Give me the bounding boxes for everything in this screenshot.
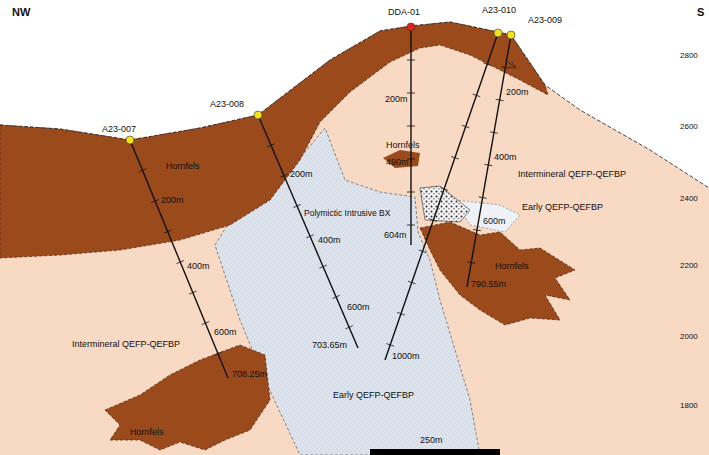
depth-tick: [319, 265, 326, 268]
depth-tick: [397, 312, 405, 315]
depth-tick: [407, 93, 415, 94]
depth-tick: [280, 174, 287, 177]
section-label: 604m: [384, 231, 407, 241]
section-label: 200m: [506, 88, 529, 98]
hornfels-block: [105, 345, 270, 450]
section-label: 200m: [290, 170, 313, 180]
section-label: Hornfels: [386, 141, 420, 151]
depth-tick: [407, 192, 415, 193]
depth-tick: [151, 200, 158, 203]
hornfels-block: [420, 222, 575, 325]
section-label: Hornfels: [495, 262, 529, 272]
depth-tick: [440, 188, 448, 191]
section-label: 2600: [680, 123, 698, 132]
section-label: 2800: [680, 52, 698, 61]
depth-tick: [189, 291, 196, 294]
collar-dot: [254, 111, 262, 119]
hornfels-cap: [0, 22, 548, 258]
depth-tick: [164, 230, 171, 233]
section-label: 2400: [680, 195, 698, 204]
section-label: 2000: [680, 333, 698, 342]
breccia-body: [420, 186, 470, 222]
drill-hole: [258, 115, 358, 348]
section-label: A23-008: [210, 100, 244, 110]
section-label: NW: [12, 6, 30, 18]
depth-tick: [501, 67, 509, 68]
section-label: S: [697, 6, 704, 18]
section-label: 703.65m: [312, 341, 347, 351]
section-label: 400m: [318, 236, 341, 246]
section-label: 600m: [347, 303, 370, 313]
collar-dot: [126, 136, 134, 144]
depth-tick: [267, 144, 274, 147]
depth-tick: [467, 262, 475, 263]
depth-tick: [386, 344, 394, 347]
depth-tick: [202, 322, 209, 325]
scale-bar: [370, 449, 500, 455]
section-label: 400m: [187, 262, 210, 272]
depth-tick: [462, 125, 470, 128]
section-label: 790.55m: [471, 280, 506, 290]
section-label: 708.25m: [232, 370, 267, 380]
depth-tick: [407, 126, 415, 127]
section-label: 1800: [680, 402, 698, 411]
section-label: Early QEFP-QEFBP: [522, 203, 603, 213]
section-label: A23-007: [102, 125, 136, 135]
section-label: Early QEFP-QEFBP: [333, 391, 414, 401]
section-label: 200m: [385, 95, 408, 105]
collar-dot: [507, 31, 515, 39]
depth-tick: [430, 219, 438, 222]
section-label: 2200: [680, 262, 698, 271]
depth-tick: [473, 229, 481, 230]
depth-tick: [473, 94, 481, 97]
section-label: 200m: [161, 196, 184, 206]
depth-tick: [293, 204, 300, 207]
section-label: 400m: [494, 153, 517, 163]
section-label: Intermineral QEFP-QEFBP: [72, 340, 180, 350]
section-label: Hornfels: [166, 162, 200, 172]
depth-tick: [419, 250, 427, 253]
depth-tick: [451, 156, 459, 159]
drill-holes: [130, 27, 511, 378]
section-label: Hornfels: [130, 428, 164, 438]
depth-ticks: [139, 60, 509, 355]
depth-tick: [490, 132, 498, 133]
collar-dot: [407, 23, 415, 31]
section-label: 600m: [214, 328, 237, 338]
depth-tick: [479, 197, 487, 198]
topography: [0, 22, 709, 188]
depth-tick: [407, 60, 415, 61]
section-label: Polymictic Intrusive BX: [304, 209, 390, 218]
section-label: 490m: [386, 158, 409, 168]
arrow-mark: [505, 60, 516, 68]
depth-tick: [407, 225, 415, 226]
section-label: A23-010: [482, 6, 516, 16]
depth-tick: [177, 261, 184, 264]
depth-tick: [306, 235, 313, 238]
section-label: Intermineral QEFP-QEFBP: [518, 170, 626, 180]
section-label: DDA-01: [388, 8, 420, 18]
collar-dot: [494, 29, 502, 37]
section-label: 1000m: [392, 352, 420, 362]
depth-tick: [496, 99, 504, 100]
section-label: 250m: [420, 436, 443, 446]
hornfels-lens: [383, 150, 420, 168]
depth-tick: [214, 352, 221, 355]
depth-tick: [484, 164, 492, 165]
depth-tick: [332, 295, 339, 298]
depth-tick: [408, 281, 416, 284]
depth-tick: [345, 326, 352, 329]
depth-tick: [139, 169, 146, 172]
depth-tick: [483, 63, 491, 66]
drill-hole: [385, 33, 498, 360]
section-label: 600m: [483, 217, 506, 227]
section-label: A23-009: [528, 16, 562, 26]
